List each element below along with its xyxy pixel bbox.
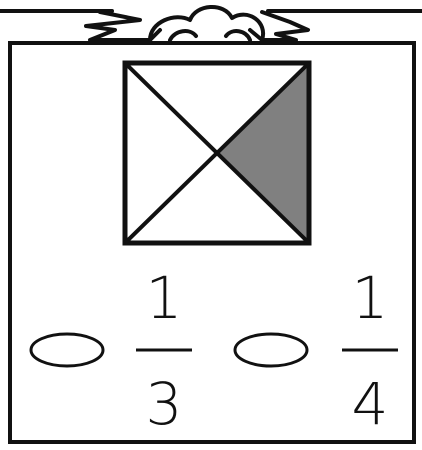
bow-ribbon-icon — [0, 7, 422, 40]
answer-bubble[interactable] — [31, 334, 103, 366]
fraction-numerator: 1 — [146, 264, 183, 332]
answer-choice-2[interactable]: 1 4 — [235, 264, 398, 438]
fraction-numerator: 1 — [352, 264, 389, 332]
answer-choice-1[interactable]: 1 3 — [31, 264, 192, 438]
shaded-triangle — [217, 63, 309, 243]
fraction-denominator: 4 — [352, 370, 389, 438]
fraction-denominator: 3 — [146, 370, 183, 438]
partitioned-square — [125, 63, 309, 243]
answer-bubble[interactable] — [235, 334, 307, 366]
